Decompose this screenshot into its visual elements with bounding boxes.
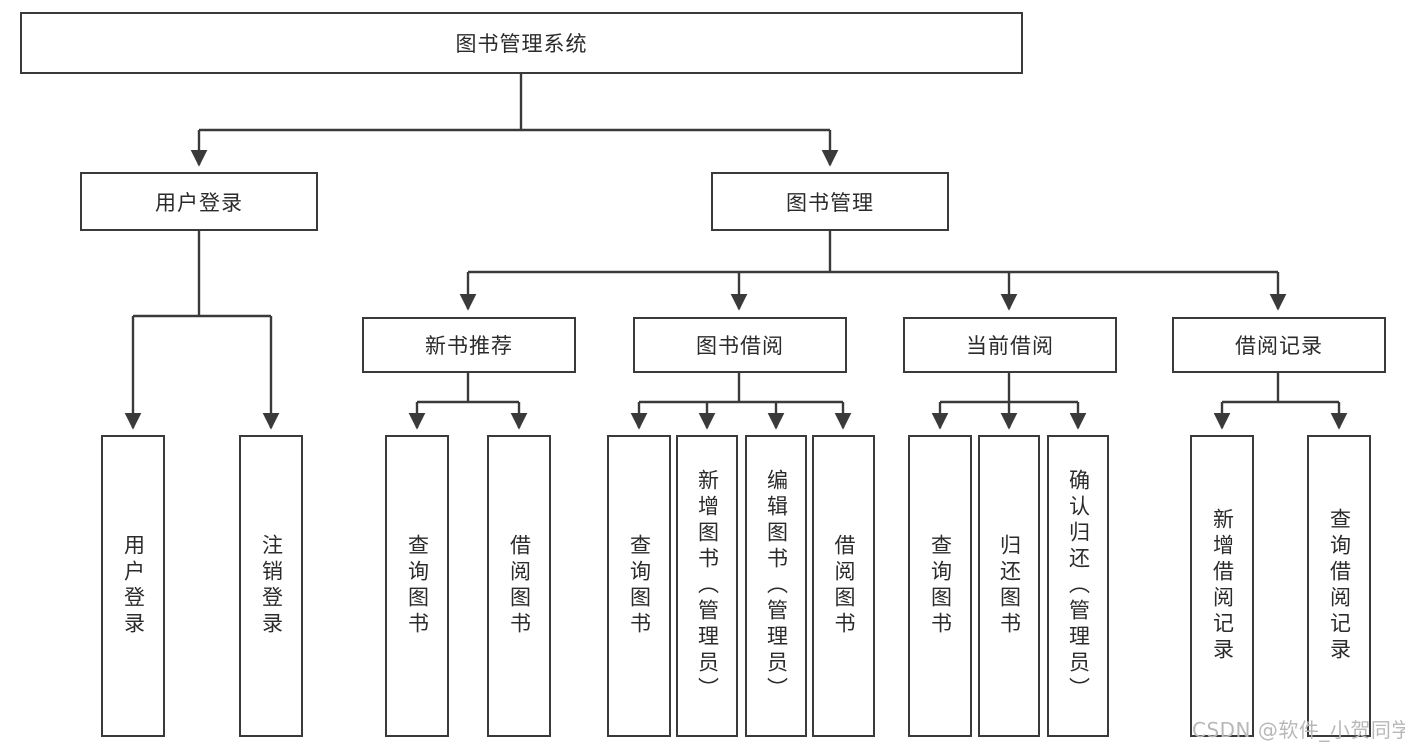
leaf-label: 查询图书 [627, 534, 652, 638]
leaf-label: 查询借阅记录 [1327, 508, 1352, 664]
leaf-label: 新增图书（管理员） [695, 469, 720, 703]
leaf-add-borrow-record[interactable]: 新增借阅记录 [1190, 435, 1254, 737]
leaf-logout[interactable]: 注销登录 [239, 435, 303, 737]
leaf-label: 查询图书 [928, 534, 953, 638]
node-new-book-recommend[interactable]: 新书推荐 [362, 317, 576, 373]
leaf-query-borrow-record[interactable]: 查询借阅记录 [1307, 435, 1371, 737]
leaf-label: 归还图书 [997, 534, 1022, 638]
node-root-book-management-system[interactable]: 图书管理系统 [20, 12, 1023, 74]
leaf-query-book-current[interactable]: 查询图书 [908, 435, 972, 737]
leaf-edit-book-admin[interactable]: 编辑图书（管理员） [745, 435, 807, 737]
leaf-confirm-return-admin[interactable]: 确认归还（管理员） [1047, 435, 1109, 737]
leaf-borrow-book-recommend[interactable]: 借阅图书 [487, 435, 551, 737]
leaf-label: 确认归还（管理员） [1066, 469, 1091, 703]
node-user-login[interactable]: 用户登录 [80, 172, 318, 231]
node-current-borrow[interactable]: 当前借阅 [903, 317, 1117, 373]
leaf-label: 查询图书 [405, 534, 430, 638]
leaf-label: 注销登录 [259, 534, 284, 638]
leaf-return-book[interactable]: 归还图书 [978, 435, 1040, 737]
leaf-label: 借阅图书 [832, 534, 856, 638]
leaf-label: 新增借阅记录 [1210, 508, 1235, 664]
leaf-query-book-borrow[interactable]: 查询图书 [607, 435, 671, 737]
node-book-management[interactable]: 图书管理 [711, 172, 949, 231]
leaf-add-book-admin[interactable]: 新增图书（管理员） [676, 435, 738, 737]
node-borrow-record[interactable]: 借阅记录 [1172, 317, 1386, 373]
leaf-label: 用户登录 [121, 534, 146, 638]
leaf-user-login[interactable]: 用户登录 [101, 435, 165, 737]
node-book-borrow[interactable]: 图书借阅 [633, 317, 847, 373]
leaf-borrow-book[interactable]: 借阅图书 [812, 435, 875, 737]
leaf-label: 编辑图书（管理员） [764, 469, 789, 703]
leaf-query-book-recommend[interactable]: 查询图书 [385, 435, 449, 737]
csdn-watermark: CSDN @软件_小贺同学 [1192, 718, 1405, 742]
leaf-label: 借阅图书 [507, 534, 532, 638]
